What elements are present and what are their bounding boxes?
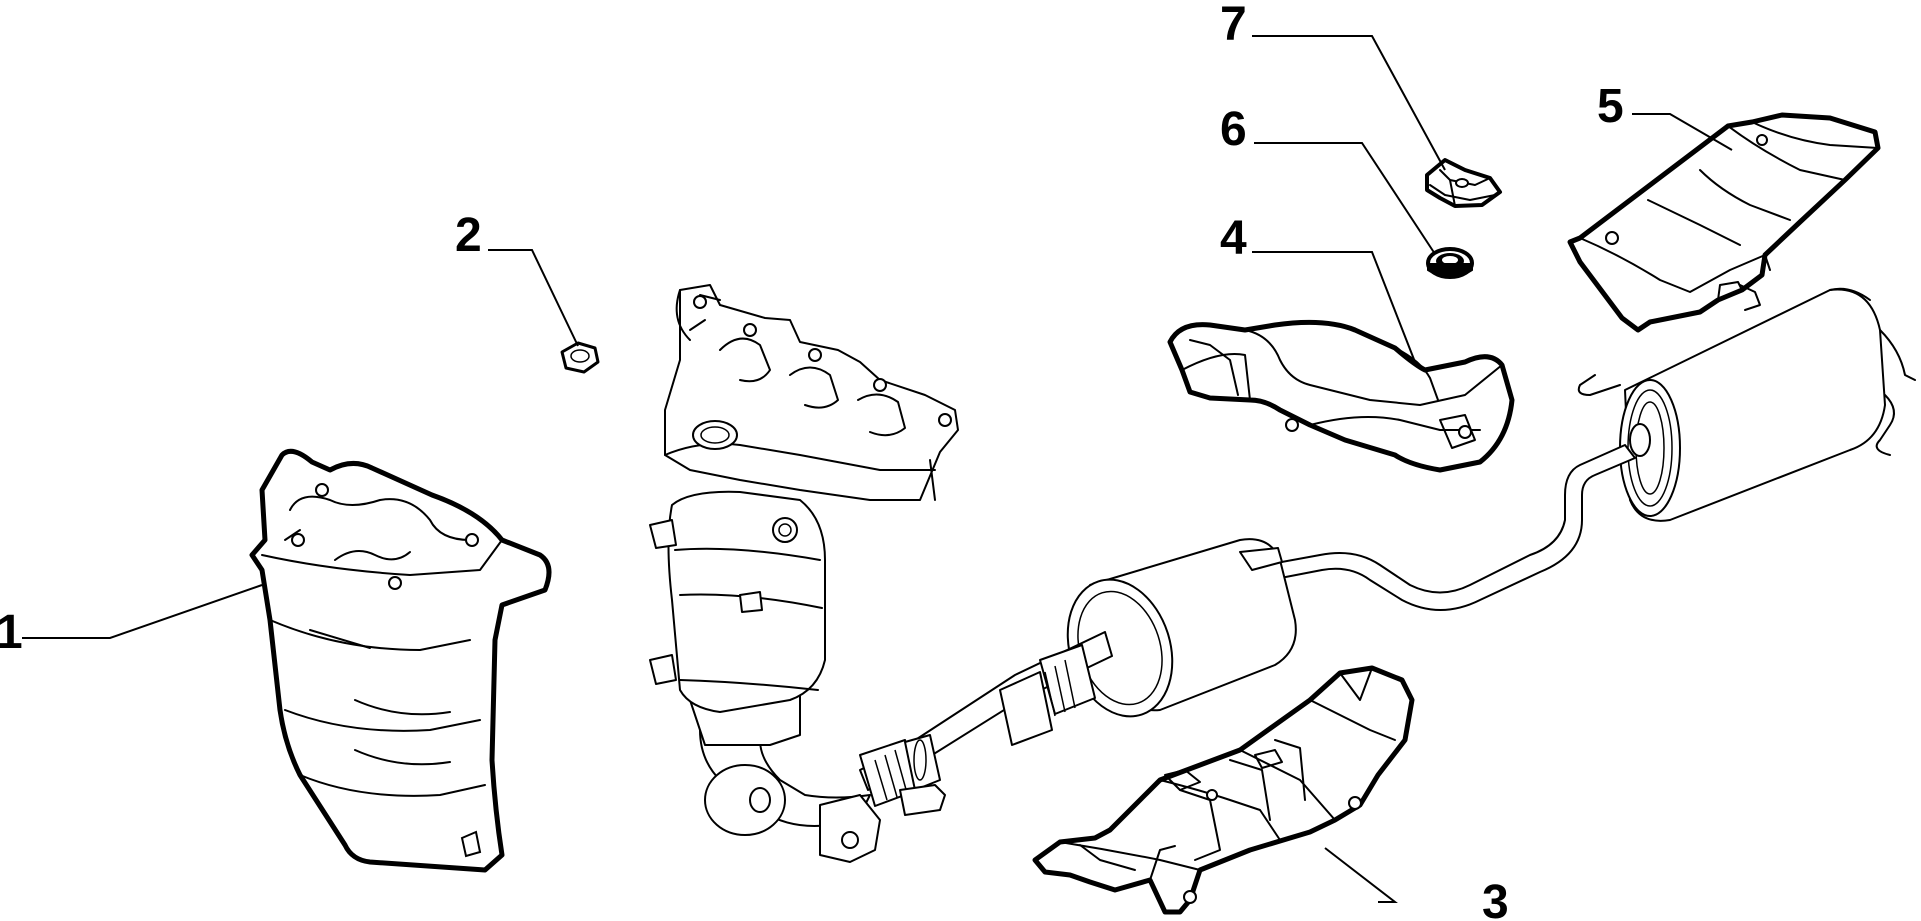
washer — [1426, 247, 1474, 279]
callout-labels: 1 2 3 4 5 6 7 — [0, 0, 1624, 921]
leader-6 — [1254, 142, 1436, 255]
exhaust-manifold — [664, 284, 959, 501]
leader-4 — [1252, 251, 1416, 363]
nut — [560, 341, 600, 374]
intermediate-pipe — [1264, 444, 1636, 611]
callout-3: 3 — [1482, 876, 1509, 921]
exhaust-system — [649, 284, 1916, 863]
heat-shield-rear — [1567, 112, 1881, 333]
callout-7: 7 — [1220, 0, 1247, 51]
flange-bracket — [899, 784, 946, 816]
leader-5 — [1632, 113, 1733, 151]
leader-lines — [22, 35, 1733, 903]
leader-7 — [1252, 35, 1446, 171]
leader-2 — [488, 249, 579, 347]
heat-shield-pipe — [1167, 319, 1515, 473]
leader-1 — [22, 584, 263, 639]
callout-4: 4 — [1220, 212, 1247, 265]
callout-2: 2 — [455, 209, 482, 262]
leader-3 — [1324, 847, 1398, 903]
down-pipe — [689, 689, 881, 863]
heat-shield-manifold — [249, 448, 552, 873]
heat-shield-underbody — [1032, 665, 1415, 915]
callout-5: 5 — [1597, 80, 1624, 133]
front-pipe — [859, 631, 1113, 807]
clip — [1425, 158, 1502, 208]
middle-silencer — [1066, 538, 1297, 718]
callout-6: 6 — [1220, 103, 1247, 156]
catalytic-converter — [649, 490, 826, 713]
callout-1: 1 — [0, 606, 23, 659]
